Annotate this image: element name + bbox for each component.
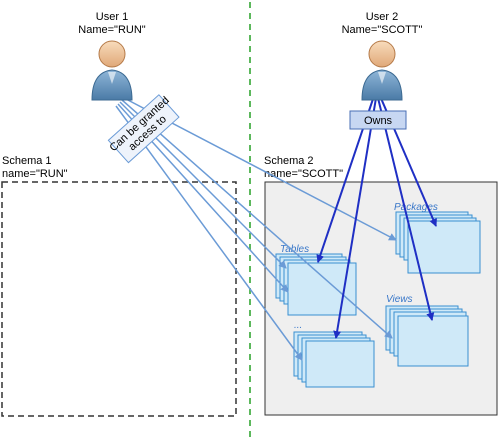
- views-stack: Views: [385, 294, 469, 367]
- tables-label: Tables: [280, 244, 309, 255]
- user2-person-icon: [361, 40, 403, 101]
- user2-name: Name="SCOTT": [342, 24, 423, 36]
- schema2-name: name="SCOTT": [264, 168, 343, 180]
- user1: User 1 Name="RUN": [78, 11, 146, 101]
- views-label: Views: [386, 294, 413, 305]
- user1-title: User 1: [96, 11, 128, 23]
- user1-person-icon: [91, 40, 133, 101]
- schema1-box: [1, 181, 237, 417]
- schema2-title: Schema 2: [264, 155, 314, 167]
- tables-stack: Tables: [275, 244, 357, 316]
- schema1-name: name="RUN": [2, 168, 68, 180]
- owns-arrow-other: [333, 97, 377, 339]
- owns-label: Owns: [364, 115, 393, 127]
- schema1-title: Schema 1: [2, 155, 52, 167]
- grant-arrow-views: [121, 99, 393, 339]
- packages-label: Packages: [394, 202, 438, 213]
- owns-label-box: Owns: [349, 110, 407, 130]
- owns-arrow-views: [377, 97, 435, 321]
- user1-name: Name="RUN": [78, 24, 146, 36]
- user2: User 2 Name="SCOTT": [342, 11, 423, 101]
- schema1: Schema 1 name="RUN": [1, 155, 237, 417]
- user2-title: User 2: [366, 11, 398, 23]
- grant-label-box: Can be granted access to: [107, 94, 180, 164]
- other-objects-stack: ...: [293, 320, 375, 388]
- other-label: ...: [294, 320, 302, 331]
- grant-arrow-other: [115, 105, 303, 361]
